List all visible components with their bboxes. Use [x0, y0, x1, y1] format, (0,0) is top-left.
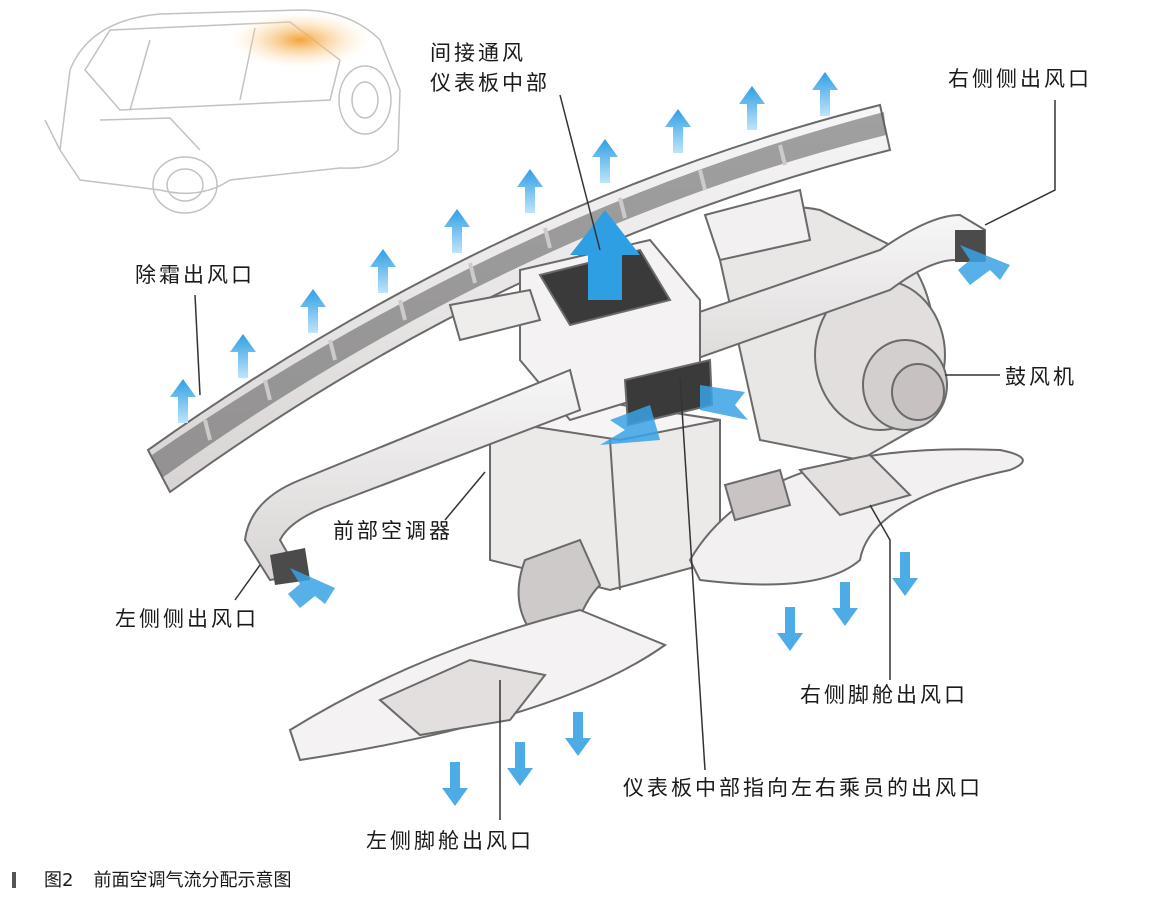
left-side-outlet-arrow	[288, 568, 335, 608]
label-left-foot-outlet: 左侧脚舱出风口	[366, 829, 534, 853]
right-side-outlet-arrow	[958, 245, 1010, 285]
figure-number: 图2	[44, 870, 74, 891]
label-blower: 鼓风机	[1005, 365, 1077, 389]
label-indirect-vent-line2: 仪表板中部	[430, 71, 550, 95]
leader-lines	[194, 94, 1056, 820]
dash-center-outlets	[600, 358, 748, 445]
figure-title: 前面空调气流分配示意图	[93, 870, 292, 891]
left-foot-duct	[288, 538, 668, 762]
label-right-side-outlet: 右侧侧出风口	[948, 67, 1092, 91]
car-illustration	[44, 9, 401, 214]
label-defrost-outlet: 除霜出风口	[135, 263, 255, 287]
indirect-vent-arrow	[570, 210, 640, 300]
label-right-foot-outlet: 右侧脚舱出风口	[800, 683, 968, 707]
label-dash-center-outlet: 仪表板中部指向左右乘员的出风口	[623, 776, 983, 800]
right-foot-duct	[688, 448, 1024, 586]
label-indirect-vent-line1: 间接通风	[430, 41, 526, 65]
caption-marker	[12, 872, 16, 888]
figure-caption: 图2 前面空调气流分配示意图	[12, 866, 291, 892]
label-left-side-outlet: 左侧侧出风口	[115, 607, 259, 631]
defrost-duct	[146, 103, 892, 494]
label-front-ac-unit: 前部空调器	[333, 519, 453, 543]
heat-glow	[230, 12, 370, 68]
